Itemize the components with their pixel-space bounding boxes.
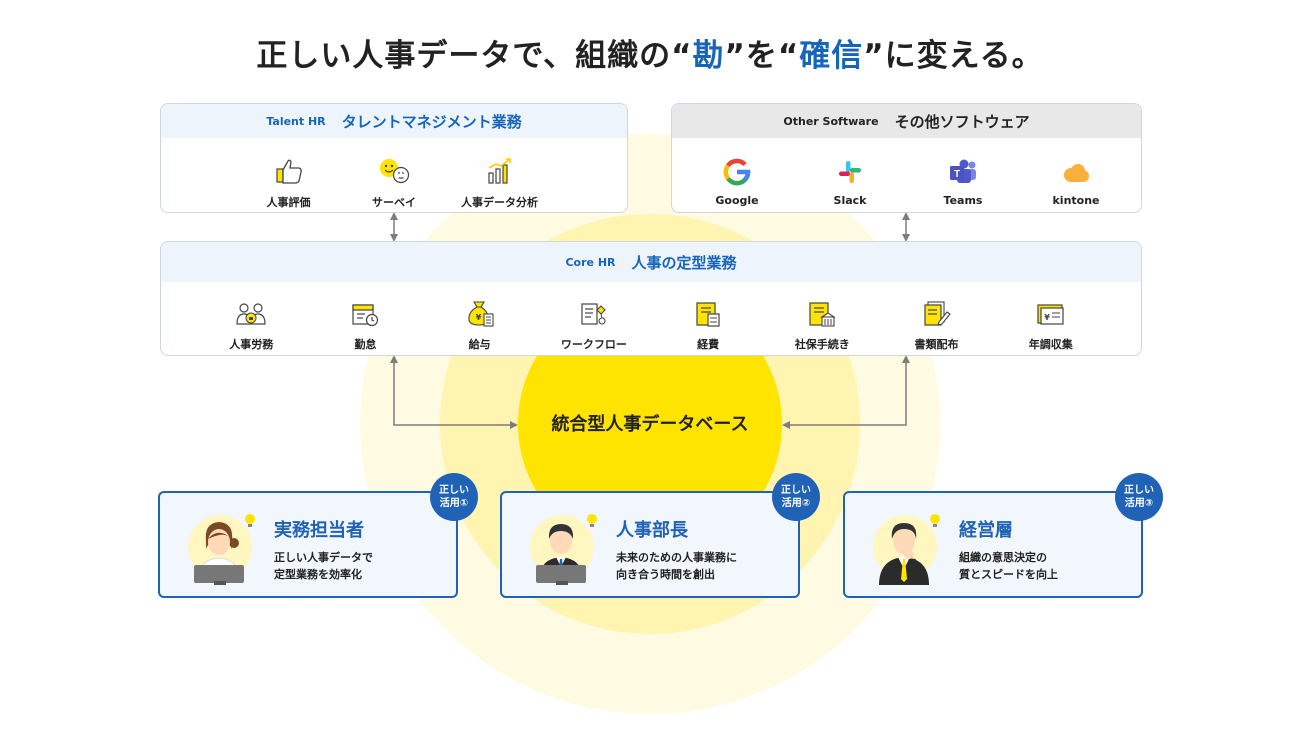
thumbs-up-icon xyxy=(274,152,304,186)
document-pen-icon xyxy=(922,294,952,328)
persona-title: 経営層 xyxy=(959,520,1013,541)
persona-description: 正しい人事データで 定型業務を効率化 xyxy=(274,549,454,583)
usage-badge: 正しい 活用① xyxy=(430,473,478,521)
other-software-panel: Other Software その他ソフトウェア Google xyxy=(671,103,1142,213)
core-item-expense: 経費 xyxy=(654,294,762,352)
software-item-label: Slack xyxy=(833,194,867,207)
persona-card-practitioner: 実務担当者 正しい人事データで 定型業務を効率化 正しい 活用① xyxy=(158,473,478,598)
core-item-label: 勤怠 xyxy=(354,338,377,351)
badge-line: 正しい xyxy=(1124,485,1154,496)
headline-highlight-kakushin: 確信 xyxy=(799,38,864,74)
headline-part-3: ”に変える。 xyxy=(863,38,1044,74)
persona-description: 未来のための人事業務に 向き合う時間を創出 xyxy=(616,549,796,583)
persona-description: 組織の意思決定の 質とスピードを向上 xyxy=(959,549,1139,583)
core-hr-jp-title: 人事の定型業務 xyxy=(631,253,737,272)
core-item-label: 年調収集 xyxy=(1028,338,1073,351)
persona-description-line: 正しい人事データで xyxy=(274,551,373,564)
software-item-label: Teams xyxy=(943,194,983,207)
usage-badge: 正しい 活用③ xyxy=(1115,473,1163,521)
core-item-label: 経費 xyxy=(697,338,720,351)
arrow-core-db-right xyxy=(782,355,910,429)
talent-item-evaluation: 人事評価 xyxy=(241,152,337,210)
document-building-icon xyxy=(807,294,837,328)
other-software-en-title: Other Software xyxy=(783,114,879,128)
core-item-labor: 人事労務 xyxy=(197,294,305,352)
persona-description-line: 定型業務を効率化 xyxy=(274,568,362,581)
persona-title: 人事部長 xyxy=(616,520,688,541)
hr-manager-avatar xyxy=(530,509,598,585)
persona-card-hr-manager: 人事部長 未来のための人事業務に 向き合う時間を創出 正しい 活用② xyxy=(500,473,820,598)
persona-description-line: 組織の意思決定の xyxy=(959,551,1047,564)
core-hr-header: Core HR 人事の定型業務 xyxy=(161,242,1141,282)
badge-line: 正しい xyxy=(439,485,469,496)
other-software-header: Other Software その他ソフトウェア xyxy=(672,104,1141,138)
survey-faces-icon xyxy=(377,152,411,186)
persona-title: 実務担当者 xyxy=(274,520,364,541)
persona-description-line: 未来のための人事業務に xyxy=(616,551,737,564)
money-bag-icon: ¥ xyxy=(465,294,495,328)
core-item-year-end-adjustment: ¥ 年調収集 xyxy=(997,294,1105,352)
badge-line: 活用③ xyxy=(1124,498,1154,509)
talent-hr-en-title: Talent HR xyxy=(266,114,326,128)
talent-item-label: サーベイ xyxy=(372,196,416,209)
core-item-label: 給与 xyxy=(468,338,491,351)
core-item-label: 人事労務 xyxy=(229,338,274,351)
calendar-clock-icon xyxy=(350,294,380,328)
core-item-label: ワークフロー xyxy=(560,338,627,351)
people-icon xyxy=(235,294,267,328)
svg-text:T: T xyxy=(954,169,960,180)
core-item-attendance: 勤怠 xyxy=(311,294,419,352)
core-item-social-insurance: 社保手続き xyxy=(768,294,876,352)
core-item-payroll: ¥ 給与 xyxy=(426,294,534,352)
software-item-label: kintone xyxy=(1052,194,1100,207)
core-item-document-distribution: 書類配布 xyxy=(883,294,991,352)
headline-highlight-kan: 勘 xyxy=(692,38,725,74)
talent-hr-panel: Talent HR タレントマネジメント業務 人事評価 サーベイ 人事データ分析 xyxy=(160,103,628,213)
kintone-logo-icon xyxy=(1061,152,1091,186)
software-item-google: Google xyxy=(689,152,785,207)
practitioner-avatar xyxy=(188,509,256,585)
yen-card-icon: ¥ xyxy=(1036,294,1066,328)
core-hr-en-title: Core HR xyxy=(565,255,616,269)
badge-line: 活用② xyxy=(781,498,811,509)
software-item-teams: T Teams xyxy=(915,152,1011,207)
slack-logo-icon xyxy=(836,152,864,186)
page-headline: 正しい人事データで、組織の“勘”を“確信”に変える。 xyxy=(0,30,1300,75)
talent-item-survey: サーベイ xyxy=(346,152,442,210)
talent-hr-jp-title: タレントマネジメント業務 xyxy=(341,112,522,131)
badge-line: 活用① xyxy=(439,498,469,509)
core-item-workflow: ワークフロー xyxy=(540,294,648,352)
talent-item-analysis: 人事データ分析 xyxy=(452,152,548,210)
software-item-kintone: kintone xyxy=(1028,152,1124,207)
receipt-icon xyxy=(693,294,723,328)
core-item-label: 社保手続き xyxy=(794,338,850,351)
workflow-icon xyxy=(579,294,609,328)
core-item-label: 書類配布 xyxy=(914,338,959,351)
persona-description-line: 質とスピードを向上 xyxy=(959,568,1058,581)
software-item-slack: Slack xyxy=(802,152,898,207)
other-software-jp-title: その他ソフトウェア xyxy=(894,112,1030,131)
headline-part-1: 正しい人事データで、組織の“ xyxy=(256,38,693,74)
persona-card-executive: 経営層 組織の意思決定の 質とスピードを向上 正しい 活用③ xyxy=(843,473,1163,598)
persona-description-line: 向き合う時間を創出 xyxy=(616,568,715,581)
integrated-database-label: 統合型人事データベース xyxy=(551,414,749,435)
headline-part-2: ”を“ xyxy=(724,38,800,74)
svg-text:¥: ¥ xyxy=(1044,313,1050,322)
teams-logo-icon: T xyxy=(948,152,978,186)
arrow-core-db-left xyxy=(390,355,518,429)
talent-item-label: 人事データ分析 xyxy=(461,196,538,209)
talent-hr-header: Talent HR タレントマネジメント業務 xyxy=(161,104,627,138)
svg-text:¥: ¥ xyxy=(475,313,481,322)
talent-item-label: 人事評価 xyxy=(266,196,311,209)
usage-badge: 正しい 活用② xyxy=(772,473,820,521)
bar-chart-up-icon xyxy=(485,152,515,186)
executive-avatar xyxy=(873,509,941,585)
software-item-label: Google xyxy=(715,194,759,207)
badge-line: 正しい xyxy=(781,485,811,496)
core-hr-panel: Core HR 人事の定型業務 人事労務 勤怠 ¥ 給与 ワークフロー xyxy=(160,241,1142,356)
google-logo-icon xyxy=(723,152,751,186)
